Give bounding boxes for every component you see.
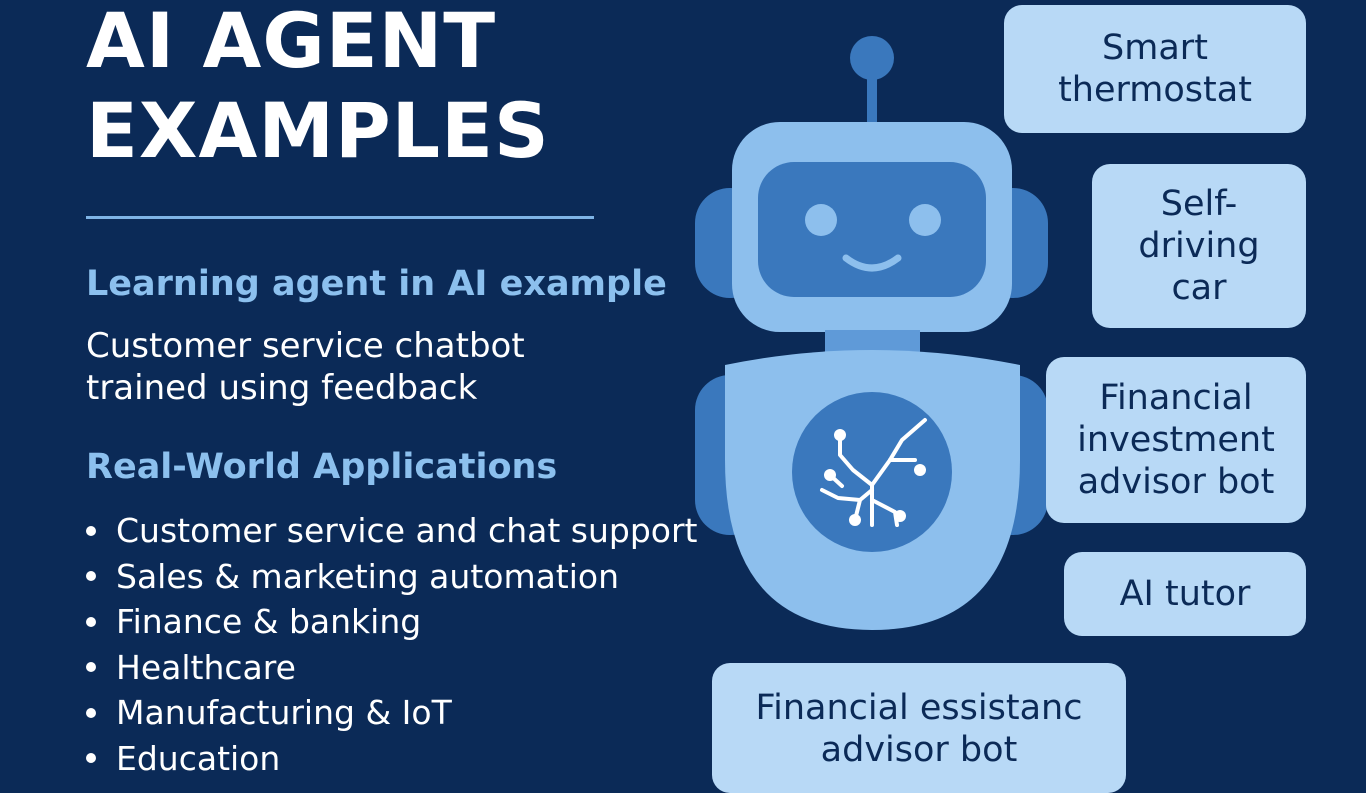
- bullet-icon: [86, 707, 96, 718]
- circuit-icon: [792, 392, 952, 552]
- robot-mascot-icon: [695, 36, 1048, 630]
- list-item: Finance & banking: [86, 599, 697, 645]
- list-item: Customer service and chat support: [86, 508, 697, 554]
- bullet-icon: [86, 525, 96, 536]
- list-item-label: Finance & banking: [116, 602, 422, 641]
- description-line-2: trained using feedback: [86, 368, 478, 408]
- bullet-icon: [86, 571, 96, 582]
- list-item-label: Manufacturing & IoT: [116, 693, 452, 732]
- card-line: car: [1171, 268, 1227, 308]
- card-line: investment: [1077, 420, 1275, 460]
- card-line: driving: [1138, 226, 1260, 266]
- card-line: Financial: [1099, 378, 1253, 418]
- list-item-label: Sales & marketing automation: [116, 556, 620, 596]
- card-line: AI tutor: [1119, 574, 1251, 614]
- learning-agent-heading: Learning agent in AI example: [86, 264, 667, 304]
- title-line-2: EXAMPLES: [86, 86, 550, 175]
- card-line: Smart: [1102, 28, 1208, 68]
- card-line: advisor bot: [820, 730, 1018, 770]
- applications-list: Customer service and chat support Sales …: [86, 508, 697, 781]
- applications-heading: Real-World Applications: [86, 447, 558, 487]
- learning-agent-description: Customer service chatbot trained using f…: [86, 325, 646, 409]
- card-line: Financial essistanc: [755, 688, 1083, 728]
- card-line: Self-: [1160, 184, 1238, 224]
- page-title: AI AGENT EXAMPLES: [86, 0, 706, 176]
- title-line-1: AI AGENT: [86, 0, 497, 85]
- card-line: advisor bot: [1077, 462, 1275, 502]
- title-divider: [86, 216, 594, 219]
- list-item: Sales & marketing automation: [86, 554, 697, 600]
- list-item: Education: [86, 736, 697, 782]
- list-item: Manufacturing & IoT: [86, 690, 697, 736]
- list-item-label: Customer service and chat support: [116, 511, 698, 550]
- description-line-1: Customer service chatbot: [86, 326, 525, 366]
- example-card-ai-tutor: AI tutor: [1064, 552, 1306, 636]
- bullet-icon: [86, 662, 96, 673]
- bullet-icon: [86, 616, 96, 627]
- list-item-label: Healthcare: [116, 647, 296, 687]
- list-item: Healthcare: [86, 645, 697, 691]
- list-item-label: Education: [116, 738, 281, 778]
- bullet-icon: [86, 753, 96, 764]
- card-line: thermostat: [1058, 70, 1252, 110]
